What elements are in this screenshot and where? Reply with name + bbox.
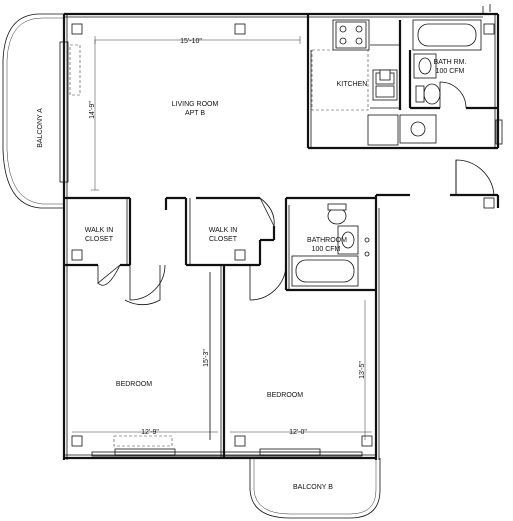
bath-rm-cfm-label: 100 CFM bbox=[436, 68, 465, 75]
closet-1-label-line1: WALK IN bbox=[85, 227, 114, 234]
dimension-lines bbox=[72, 36, 372, 440]
closet-1-label-line2: CLOSET bbox=[85, 236, 114, 243]
closet-2-label-line1: WALK IN bbox=[209, 227, 238, 234]
balcony-a-label: BALCONY A bbox=[37, 108, 44, 148]
bath-room-1 bbox=[408, 19, 503, 145]
living-room-label: LIVING ROOM bbox=[172, 101, 219, 108]
balcony-b bbox=[249, 458, 381, 519]
living-depth-dim: 14'-9" bbox=[89, 101, 96, 119]
entry-door[interactable] bbox=[455, 159, 495, 196]
apt-label: APT B bbox=[185, 110, 205, 117]
closet-2-label-line2: CLOSET bbox=[209, 236, 238, 243]
columns bbox=[71, 23, 495, 447]
kitchen-block bbox=[306, 14, 437, 148]
bed2-width-dim: 12'-0" bbox=[289, 429, 307, 436]
kitchen-label: KITCHEN bbox=[337, 81, 368, 88]
bedroom-1-label: BEDROOM bbox=[116, 381, 152, 388]
bedroom-windows bbox=[91, 435, 363, 457]
bath-rm-label: BATH RM. bbox=[434, 59, 467, 66]
bathroom-2-cfm-label: 100 CFM bbox=[312, 246, 341, 253]
bathroom-2-fixtures bbox=[291, 203, 370, 287]
bed1-width-dim: 12'-9" bbox=[141, 429, 159, 436]
balcony-b-label: BALCONY B bbox=[293, 484, 333, 491]
bathroom-2-label: BATHROOM bbox=[307, 237, 347, 244]
bed1-depth-dim: 15'-3" bbox=[203, 349, 210, 367]
living-width-dim: 15'-10" bbox=[180, 38, 202, 45]
bedroom-2-label: BEDROOM bbox=[267, 392, 303, 399]
living-sliding-door bbox=[59, 41, 81, 183]
balcony-a bbox=[2, 13, 64, 209]
bed2-depth-dim: 13'-5" bbox=[359, 361, 366, 379]
